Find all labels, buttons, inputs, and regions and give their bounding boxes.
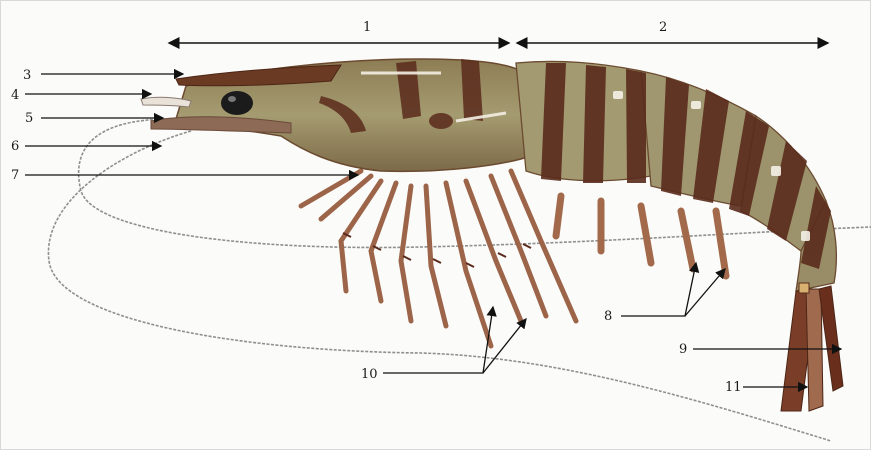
label-5: 5 (25, 111, 33, 126)
label-2: 2 (659, 20, 667, 35)
leader-8 (621, 263, 696, 316)
walking-legs (301, 171, 576, 346)
label-1: 1 (363, 20, 371, 35)
tail-fan (781, 283, 843, 411)
label-7: 7 (11, 168, 19, 183)
label-8: 8 (604, 309, 612, 324)
label-11: 11 (725, 380, 742, 395)
label-10: 10 (361, 367, 378, 382)
label-9: 9 (679, 342, 687, 357)
label-6: 6 (11, 139, 19, 154)
eye (221, 91, 253, 115)
label-4: 4 (11, 88, 19, 103)
label-3: 3 (23, 68, 31, 83)
leader-10 (383, 307, 493, 373)
